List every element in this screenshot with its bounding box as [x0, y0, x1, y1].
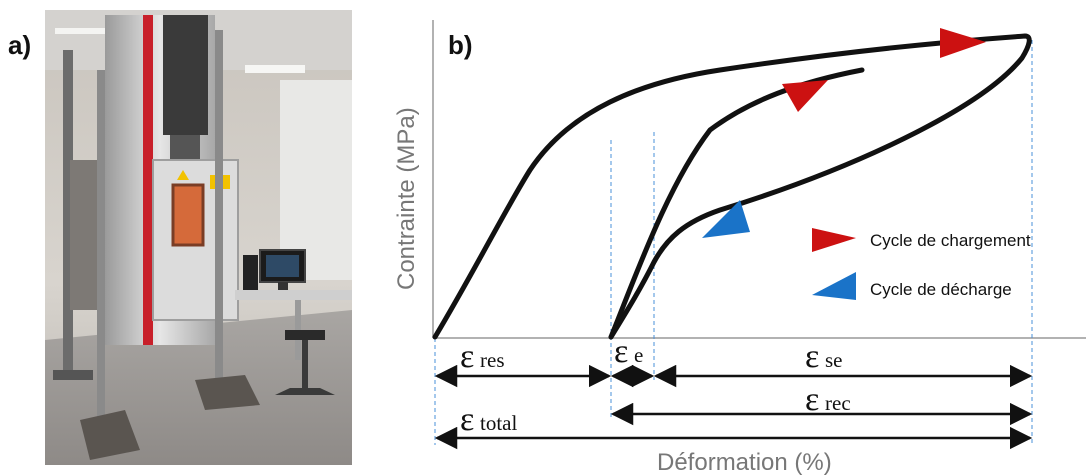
- panel-label-a: a): [8, 30, 32, 60]
- legend-unloading-label: Cycle de décharge: [870, 280, 1012, 299]
- svg-text:ε: ε: [460, 338, 474, 375]
- strain-label-se: ε se: [805, 338, 843, 375]
- legend-unloading-swatch: [812, 272, 856, 300]
- desk: [235, 290, 352, 300]
- base-foot-right: [195, 375, 260, 410]
- unloading-direction-arrow: [702, 200, 750, 238]
- legend-loading-label: Cycle de chargement: [870, 231, 1031, 250]
- front-rail-right: [215, 30, 223, 405]
- svg-text:total: total: [480, 411, 517, 435]
- left-stand: [63, 50, 73, 380]
- window: [280, 80, 352, 280]
- svg-text:rec: rec: [825, 391, 851, 415]
- svg-text:e: e: [634, 343, 643, 367]
- svg-text:se: se: [825, 348, 843, 372]
- svg-text:ε: ε: [460, 401, 474, 438]
- strain-label-res: ε res: [460, 338, 505, 375]
- front-rail-left: [97, 70, 105, 425]
- hysteresis-curve: [432, 33, 1032, 340]
- chamber-window: [171, 183, 205, 247]
- svg-text:ε: ε: [805, 381, 819, 418]
- machine-column: [163, 15, 208, 135]
- panel-label-b: b): [448, 30, 473, 60]
- strain-label-rec: ε rec: [805, 381, 851, 418]
- strain-label-e: ε e: [614, 333, 643, 370]
- svg-text:res: res: [480, 348, 505, 372]
- loading-direction-arrow-top: [940, 28, 986, 58]
- x-axis-title: Déformation (%): [657, 449, 832, 475]
- machine-red-stripe: [143, 15, 153, 345]
- svg-text:ε: ε: [614, 333, 628, 370]
- legend-loading-swatch: [812, 228, 856, 252]
- svg-text:ε: ε: [805, 338, 819, 375]
- y-axis-title: Contrainte (MPa): [393, 107, 420, 290]
- loading-direction-arrow-mid: [782, 80, 828, 112]
- warning-icon: [177, 170, 189, 180]
- testing-machine-photo: [45, 10, 352, 465]
- base-foot-left: [80, 410, 140, 460]
- computer-tower: [243, 255, 258, 290]
- stool-seat: [285, 330, 325, 340]
- stress-strain-diagram: Contrainte (MPa) Déformation (%) Cycle d…: [393, 20, 1086, 475]
- strain-label-total: ε total: [460, 401, 517, 438]
